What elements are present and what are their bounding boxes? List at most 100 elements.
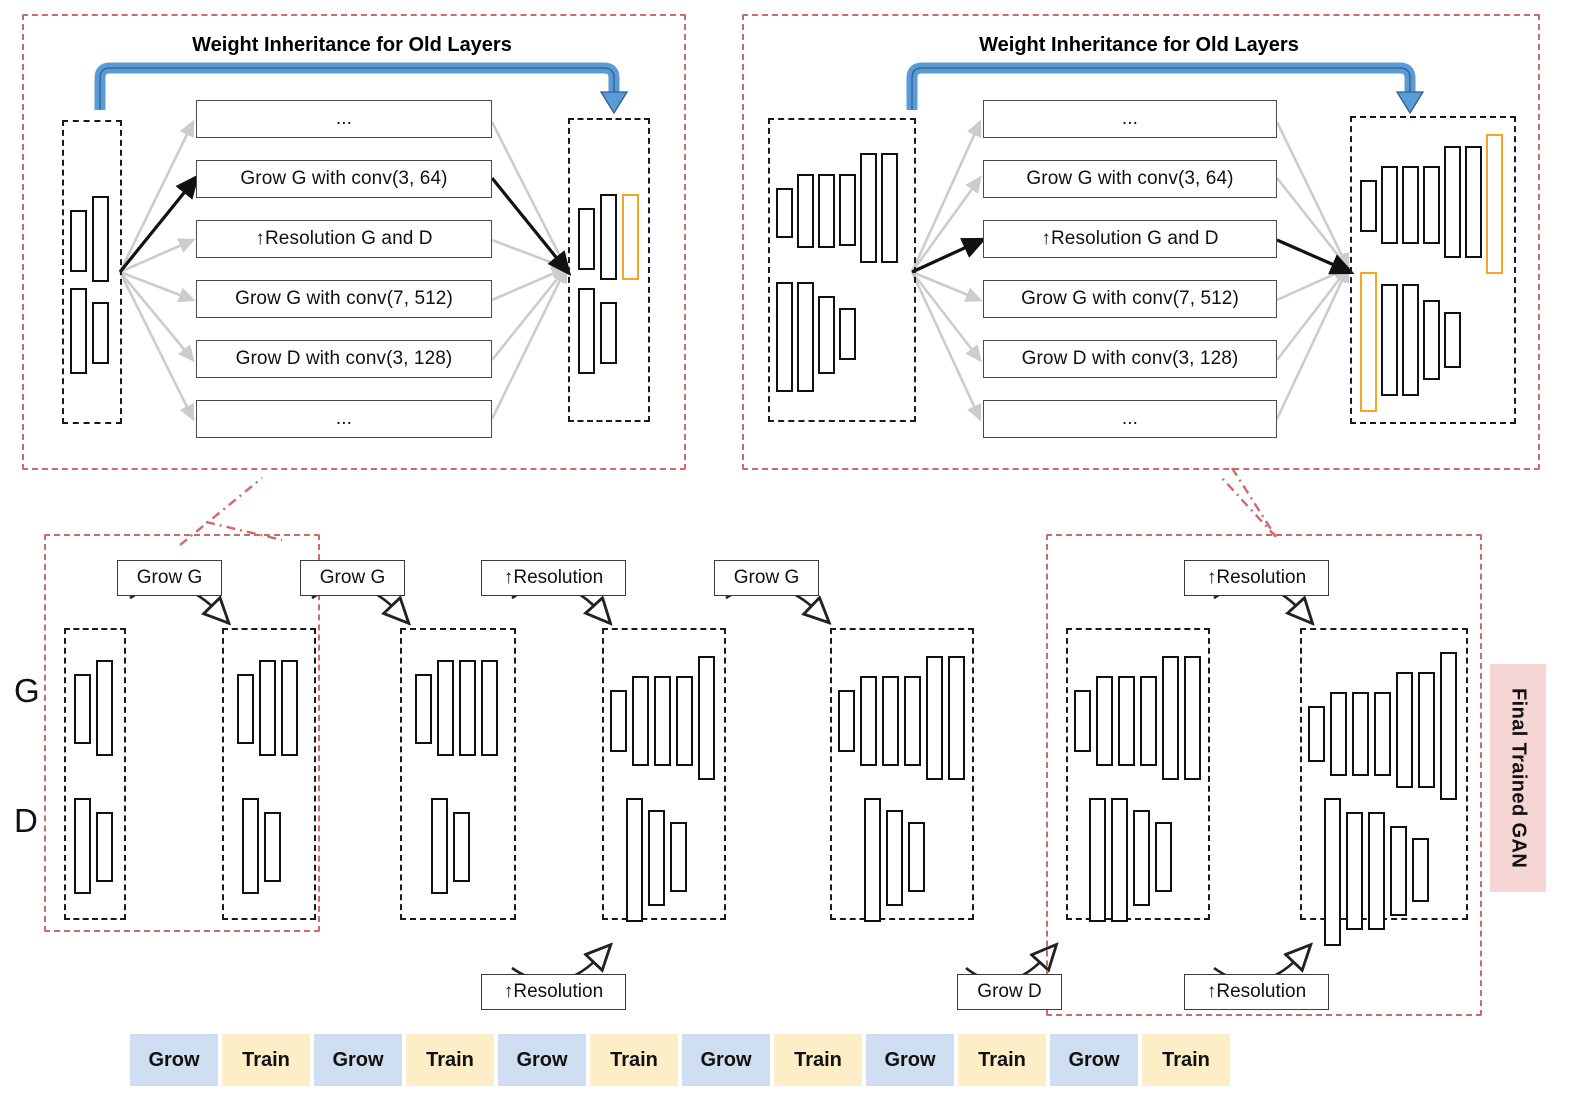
network-layer-bar (578, 288, 595, 374)
network-layer-bar (1308, 706, 1325, 762)
network-layer-bar (1423, 166, 1440, 244)
network-layer-bar (452, 812, 470, 882)
legend-badge-label: Train (242, 1048, 290, 1071)
timeline-op-button[interactable]: ↑Resolution (481, 560, 626, 596)
network-layer-bar (1440, 652, 1457, 800)
network-layer-bar (669, 822, 687, 892)
action-option-label: Grow G with conv(3, 64) (240, 168, 448, 189)
network-layer-bar (578, 208, 595, 270)
network-layer-bar (1352, 692, 1369, 776)
network-layer-bar (797, 282, 814, 392)
action-option[interactable]: Grow D with conv(3, 128) (196, 340, 492, 378)
network-layer-bar (948, 656, 965, 780)
timeline-stage-box (64, 628, 126, 920)
timeline-op-button[interactable]: Grow G (117, 560, 222, 596)
timeline-op-button[interactable]: Grow D (957, 974, 1062, 1010)
output-net-g-top-left (578, 156, 644, 280)
legend-badge-grow: Grow (498, 1034, 586, 1086)
network-layer-bar (1140, 676, 1157, 766)
network-layer-bar (1074, 690, 1091, 752)
network-layer-bar-highlighted (1486, 134, 1503, 274)
action-option[interactable]: ↑Resolution G and D (983, 220, 1277, 258)
network-layer-bar (414, 674, 432, 744)
timeline-op-button[interactable]: ↑Resolution (481, 974, 626, 1010)
network-layer-bar (1418, 672, 1435, 788)
timeline-stages (0, 0, 1578, 946)
network-layer-bar (1423, 300, 1440, 380)
fan-arrows-right (910, 119, 983, 422)
stage-discriminator-net (1088, 798, 1172, 958)
panel-title-top-left: Weight Inheritance for Old Layers (192, 34, 512, 56)
legend-badge-grow: Grow (1050, 1034, 1138, 1086)
network-layer-bar (280, 660, 298, 756)
action-option[interactable]: Grow G with conv(3, 64) (196, 160, 492, 198)
network-layer-bar (258, 660, 276, 756)
network-layer-bar (70, 288, 87, 374)
network-layer-bar (926, 656, 943, 780)
legend-badge-label: Train (794, 1048, 842, 1071)
network-layer-bar (1402, 166, 1419, 244)
network-layer-bar (1389, 826, 1407, 916)
legend-badge-label: Grow (700, 1048, 752, 1071)
action-option[interactable]: ... (983, 400, 1277, 438)
network-layer-bar (885, 810, 903, 906)
action-option[interactable]: ... (196, 400, 492, 438)
network-layer-bar (430, 798, 448, 894)
fan-arrows-right-out (1275, 121, 1351, 420)
network-layer-bar (838, 690, 855, 752)
stage-discriminator-net (241, 798, 281, 958)
legend-badge-train: Train (590, 1034, 678, 1086)
network-layer-bar (839, 174, 856, 246)
action-list-top-right: ... Grow G with conv(3, 64) ↑Resolution G … (983, 100, 1277, 440)
legend-badge-train: Train (406, 1034, 494, 1086)
stage-generator-net (610, 652, 715, 812)
action-option[interactable]: Grow G with conv(7, 512) (983, 280, 1277, 318)
network-layer-bar (70, 210, 87, 272)
fan-arrows-left (118, 119, 196, 422)
action-option[interactable]: ... (983, 100, 1277, 138)
network-layer-bar (92, 302, 109, 364)
network-layer-bar (96, 812, 113, 882)
timeline-op-button[interactable]: Grow G (714, 560, 819, 596)
network-layer-bar (1411, 838, 1429, 902)
network-layer-bar (882, 676, 899, 766)
network-layer-bar-highlighted (622, 194, 639, 280)
network-layer-bar (1132, 810, 1150, 906)
action-option-label: Grow G with conv(7, 512) (235, 288, 453, 309)
network-layer-bar (74, 798, 91, 894)
input-net-g-top-right (776, 148, 906, 268)
action-list-top-left: ... Grow G with conv(3, 64) ↑Resolution G … (196, 100, 492, 440)
input-network-box-top-left (62, 120, 122, 424)
network-layer-bar (1367, 812, 1385, 930)
action-option[interactable]: Grow G with conv(3, 64) (983, 160, 1277, 198)
network-layer-bar (236, 674, 254, 744)
timeline-op-button[interactable]: Grow G (300, 560, 405, 596)
timeline-op-label: Grow D (977, 981, 1042, 1002)
timeline-op-label: Grow G (319, 567, 386, 588)
timeline-op-button[interactable]: ↑Resolution (1184, 560, 1329, 596)
selected-in-arrow-left (118, 174, 200, 274)
action-option[interactable]: ... (196, 100, 492, 138)
input-network-box-top-right (768, 118, 916, 422)
network-layer-bar (698, 656, 715, 780)
network-layer-bar (797, 174, 814, 248)
legend-badge-train: Train (222, 1034, 310, 1086)
stage-generator-net (236, 652, 298, 812)
op-labels-top: Grow G Grow G ↑Resolution Grow G ↑Resolution (0, 0, 1578, 596)
timeline-op-label: Grow G (136, 567, 203, 588)
action-option-label: ... (335, 108, 353, 129)
timeline-op-label: ↑Resolution (503, 567, 604, 588)
action-option[interactable]: ↑Resolution G and D (196, 220, 492, 258)
network-layer-bar (600, 302, 617, 364)
legend-badge-label: Train (1162, 1048, 1210, 1071)
legend-badge-grow: Grow (130, 1034, 218, 1086)
action-option[interactable]: Grow G with conv(7, 512) (196, 280, 492, 318)
legend-badge-train: Train (1142, 1034, 1230, 1086)
output-net-g-top-right (1360, 134, 1506, 279)
action-option[interactable]: Grow D with conv(3, 128) (983, 340, 1277, 378)
legend-badge-label: Grow (1068, 1048, 1120, 1071)
legend-badge-label: Train (426, 1048, 474, 1071)
final-trained-gan-label: Final Trained GAN (1507, 687, 1530, 869)
network-layer-bar (625, 798, 643, 922)
timeline-op-button[interactable]: ↑Resolution (1184, 974, 1329, 1010)
